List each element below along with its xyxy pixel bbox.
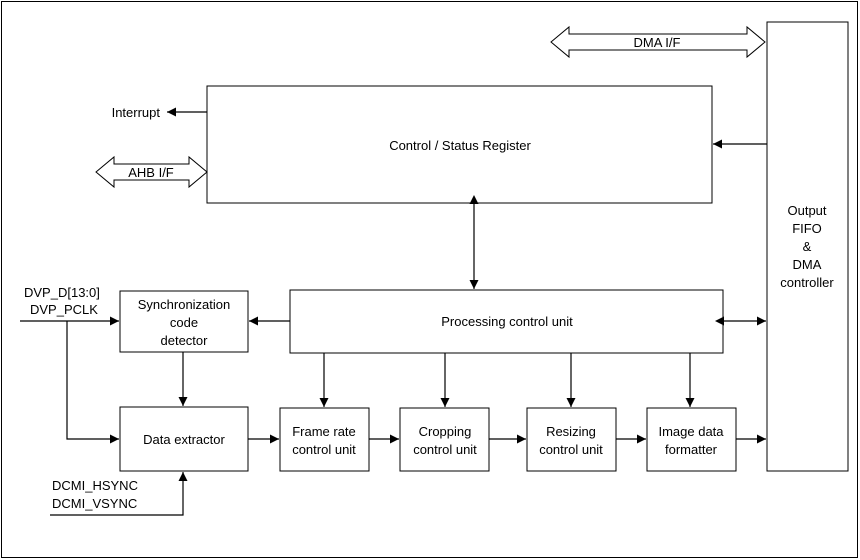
data-extractor-label-line-1: Data extractor [143, 432, 225, 447]
frame-rate-control-unit-box [279, 407, 370, 472]
dcmi-sync-arrow [50, 472, 188, 516]
cropping-control-unit-label-line-1: Cropping [419, 424, 472, 439]
output-fifo-dma-label-line-1: Output [787, 203, 826, 218]
image-data-formatter-label-line-2: formatter [665, 442, 718, 457]
data-extractor-label: Data extractor [143, 432, 225, 447]
frame-rate-control-unit-label-line-1: Frame rate [292, 424, 356, 439]
output-fifo-dma-label-line-5: controller [780, 275, 834, 290]
control-status-register-label-line-1: Control / Status Register [389, 138, 531, 153]
cropping-control-unit-label-line-2: control unit [413, 442, 477, 457]
cropping-control-unit-box [399, 407, 490, 472]
image-data-formatter-label-line-1: Image data [658, 424, 724, 439]
resizing-control-unit-label-line-2: control unit [539, 442, 603, 457]
ahb-if-bus-arrow [95, 155, 208, 189]
sync-code-detector-label-line-1: Synchronization [138, 297, 231, 312]
control-status-register-label: Control / Status Register [389, 138, 531, 153]
processing-control-unit-label-line-1: Processing control unit [441, 314, 573, 329]
control-status-register-box [206, 85, 713, 204]
data-extractor-box [119, 406, 249, 472]
resizing-control-unit-label: Resizing control unit [539, 424, 603, 457]
processing-control-unit-label: Processing control unit [441, 314, 573, 329]
dvp-to-extractor-arrow [66, 321, 119, 444]
dma-if-label: DMA I/F [634, 35, 681, 50]
dcmi-hsync-label: DCMI_HSYNC [52, 478, 138, 493]
processing-control-unit-box [289, 289, 724, 354]
sync-code-detector-label: Synchronization code detector [138, 297, 231, 348]
dvp-pclk-label: DVP_PCLK [30, 302, 98, 317]
image-data-formatter-label: Image data formatter [658, 424, 724, 457]
frame-rate-control-unit-label-line-2: control unit [292, 442, 356, 457]
output-fifo-dma-label-line-3: & [803, 239, 812, 254]
cropping-control-unit-label: Cropping control unit [413, 424, 477, 457]
output-fifo-dma-box [766, 21, 849, 472]
image-data-formatter-box [646, 407, 737, 472]
dvp-d-label: DVP_D[13:0] [24, 285, 100, 300]
dma-if-bus-arrow [550, 25, 766, 59]
output-fifo-dma-label-line-2: FIFO [792, 221, 822, 236]
resizing-control-unit-box [526, 407, 617, 472]
sync-code-detector-label-line-2: code [170, 315, 198, 330]
sync-code-detector-label-line-3: detector [161, 333, 209, 348]
interrupt-label: Interrupt [112, 105, 161, 120]
resizing-control-unit-label-line-1: Resizing [546, 424, 596, 439]
ahb-if-label: AHB I/F [128, 165, 174, 180]
output-fifo-dma-label-line-4: DMA [793, 257, 822, 272]
frame-rate-control-unit-label: Frame rate control unit [292, 424, 356, 457]
sync-code-detector-box [119, 290, 249, 353]
dcmi-vsync-label: DCMI_VSYNC [52, 496, 137, 511]
